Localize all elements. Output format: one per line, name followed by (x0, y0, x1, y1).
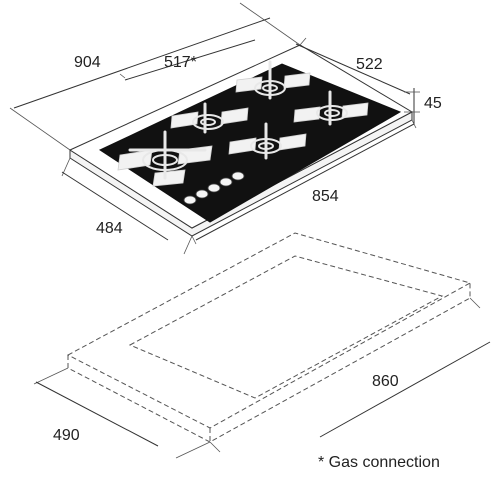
pan-support (341, 102, 369, 119)
dim-label-904: 904 (74, 54, 101, 71)
burner-ring (192, 114, 224, 130)
dim-label-860: 860 (372, 373, 399, 390)
cutout-dimensions: 860 490 (33, 297, 491, 459)
burner-cap (258, 142, 274, 150)
extension-line (175, 441, 211, 459)
dim-line-854 (195, 123, 415, 241)
gas-connection-note: * Gas connection (318, 454, 440, 471)
knob-5 (231, 171, 245, 181)
hob-unit (68, 44, 414, 237)
extension-line (191, 235, 197, 245)
dim-label-522: 522 (356, 56, 383, 73)
pan-support (152, 169, 186, 187)
pan-support (283, 72, 311, 89)
dim-line-484 (61, 171, 169, 241)
hob-dimensions: 904 517* 522 45 854 484 (9, 2, 442, 255)
dim-label-45: 45 (424, 95, 442, 112)
burner-cap (262, 84, 278, 92)
burner-cap (324, 109, 340, 117)
knob-4 (219, 177, 233, 187)
dim-line-490 (35, 381, 159, 447)
extension-line (299, 37, 307, 46)
burner-cap (200, 118, 216, 126)
dim-line-517 (124, 39, 256, 81)
burner-ring (250, 138, 282, 154)
extension-line (183, 235, 193, 255)
cutout-side (67, 283, 471, 443)
dim-line-522 (295, 43, 411, 95)
pan-support (278, 133, 307, 151)
extension-line (239, 2, 301, 46)
pan-support (170, 111, 199, 129)
cutout-top (66, 232, 472, 429)
burner-front-left (117, 130, 213, 187)
dim-line-860 (319, 341, 491, 438)
dim-line-904 (13, 17, 271, 109)
knob-3 (207, 183, 221, 193)
burner-cap (152, 154, 178, 166)
pan-support (117, 149, 153, 171)
dim-label-854: 854 (312, 188, 339, 205)
knob-2 (195, 189, 209, 199)
burner-ring (254, 80, 286, 96)
burner-ring (142, 149, 188, 171)
dim-label-484: 484 (96, 220, 123, 237)
cutout-inner (128, 255, 444, 399)
burner-ring (316, 105, 348, 121)
control-knobs (183, 171, 245, 205)
cutout-outline (66, 232, 472, 443)
extension-line (119, 73, 126, 79)
knob-1 (183, 195, 197, 205)
extension-line (33, 367, 69, 385)
extension-line (469, 297, 481, 309)
burner-back-top (235, 60, 311, 100)
burner-right (293, 90, 369, 126)
dim-label-517: 517* (164, 54, 197, 71)
burner-back-centre (170, 102, 249, 134)
extension-line (9, 107, 71, 151)
burner-front-centre (228, 122, 307, 160)
pan-support (293, 106, 321, 123)
extension-line (209, 441, 221, 453)
dim-label-490: 490 (53, 427, 80, 444)
